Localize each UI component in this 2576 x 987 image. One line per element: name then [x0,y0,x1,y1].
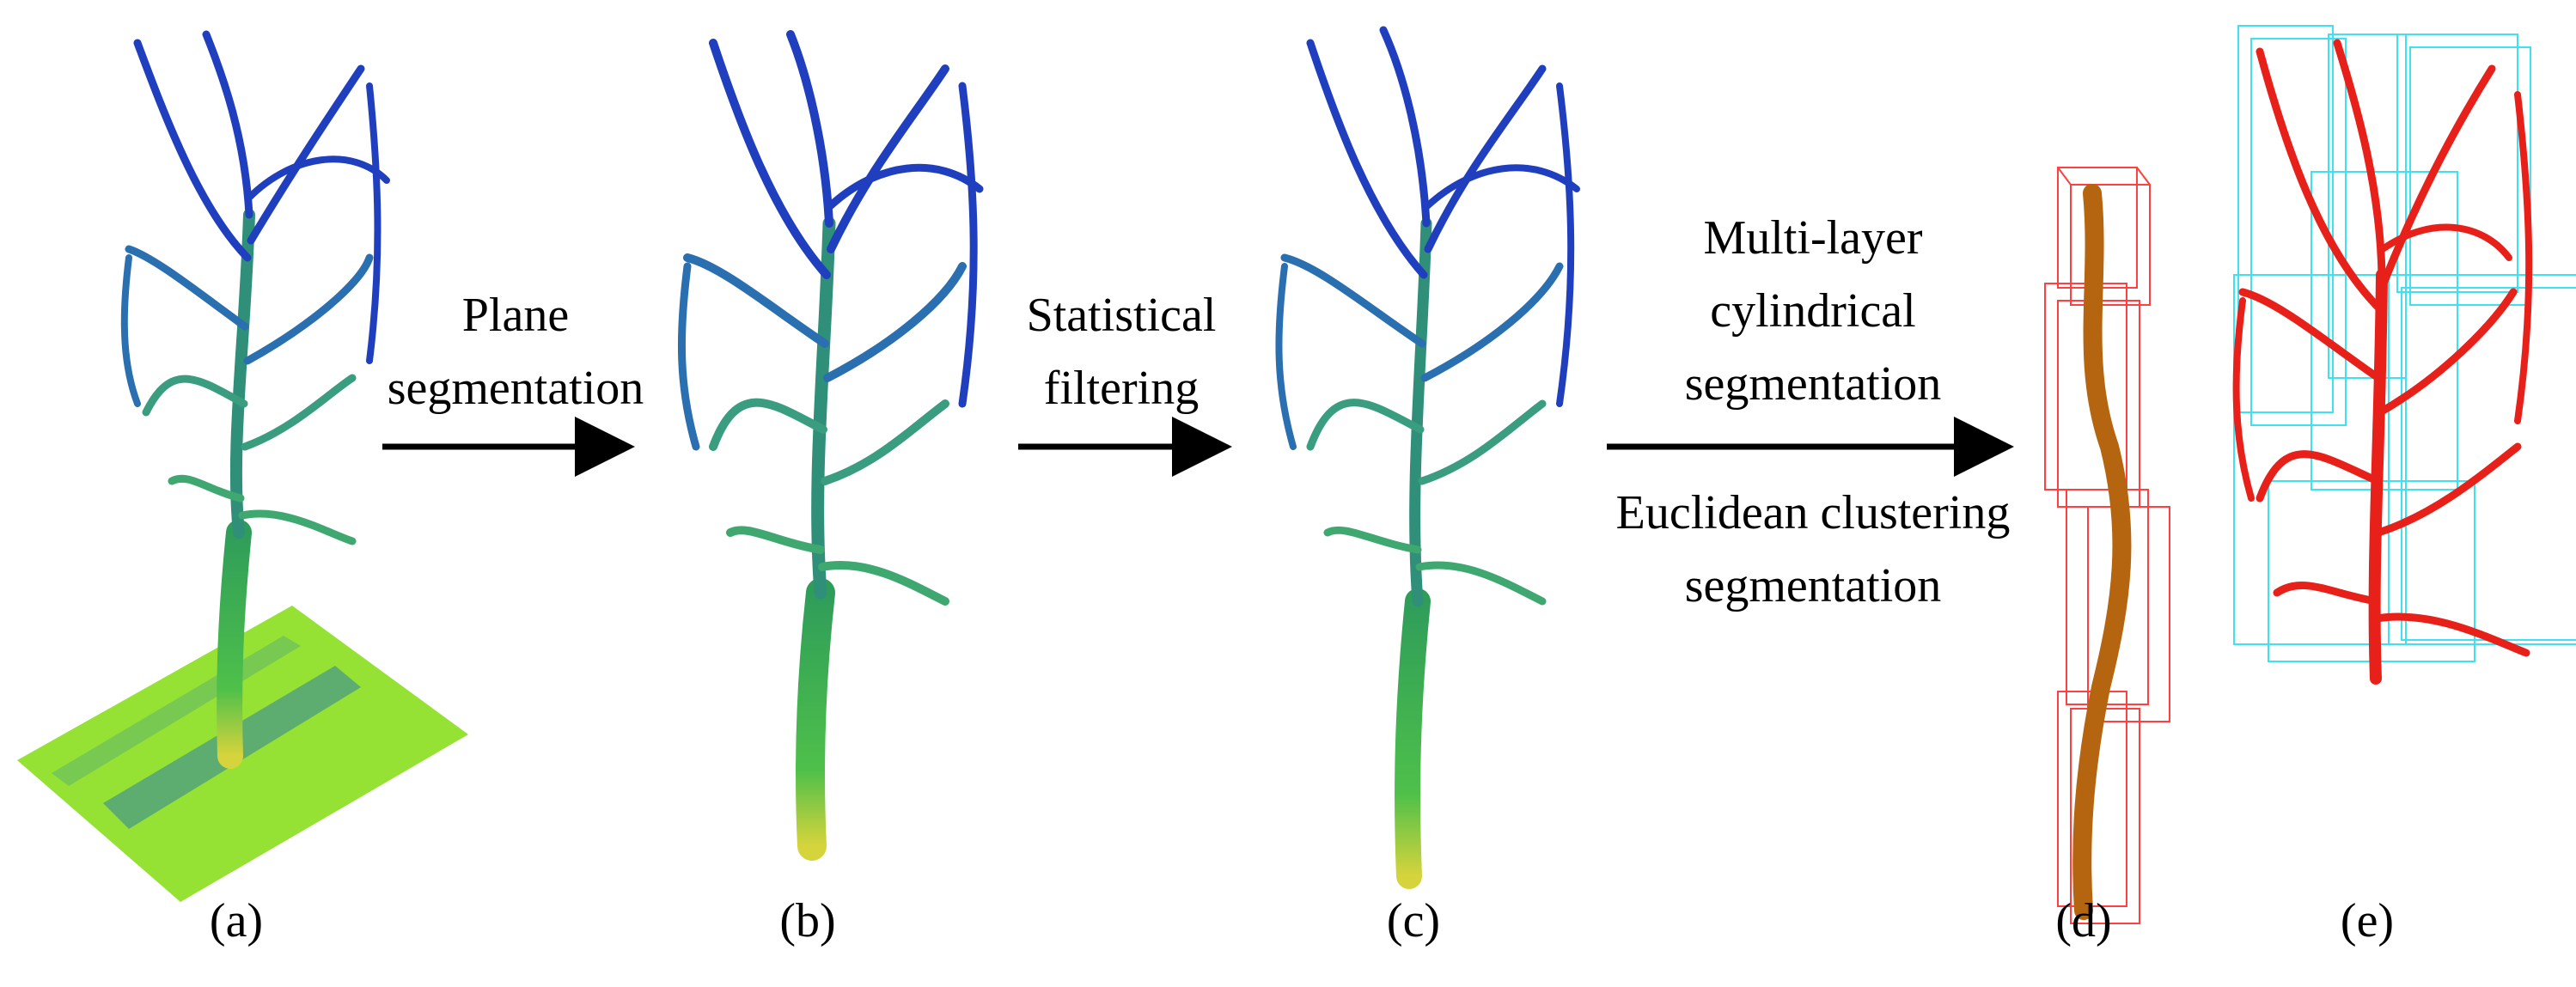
panel-d-stem-segmentation [2044,167,2170,924]
panel-label-a: (a) [209,894,264,947]
panel-label-b: (b) [779,894,836,947]
cylindrical-label-line1: Multi-layer [1703,211,1923,265]
statistical-label-line1: Statistical [1026,289,1217,342]
statistical-label-line2: filtering [1043,362,1199,415]
panel-e-branch-segmentation [2232,25,2576,685]
panel-c-point-cloud [1275,26,1580,889]
panel-d-stem [2072,184,2132,920]
cylindrical-label-line3: segmentation [1684,357,1942,411]
plane-label-line1: Plane [461,289,570,342]
panel-b-point-cloud [677,30,984,861]
euclidean-label-line2: segmentation [1684,559,1942,612]
panel-a-tree [120,30,390,769]
panel-e-branches [2232,39,2533,685]
panel-e-bounding-boxes [2233,25,2576,662]
panel-label-d: (d) [2055,894,2112,947]
cylindrical-label-line2: cylindrical [1710,284,1916,338]
panel-d-bounding-boxes [2044,167,2170,924]
panel-label-e: (e) [2340,894,2395,947]
panel-a-point-cloud [17,30,468,902]
plane-label-line2: segmentation [387,362,644,415]
panel-label-c: (c) [1386,894,1441,947]
euclidean-label-line1: Euclidean clustering [1615,486,2011,539]
